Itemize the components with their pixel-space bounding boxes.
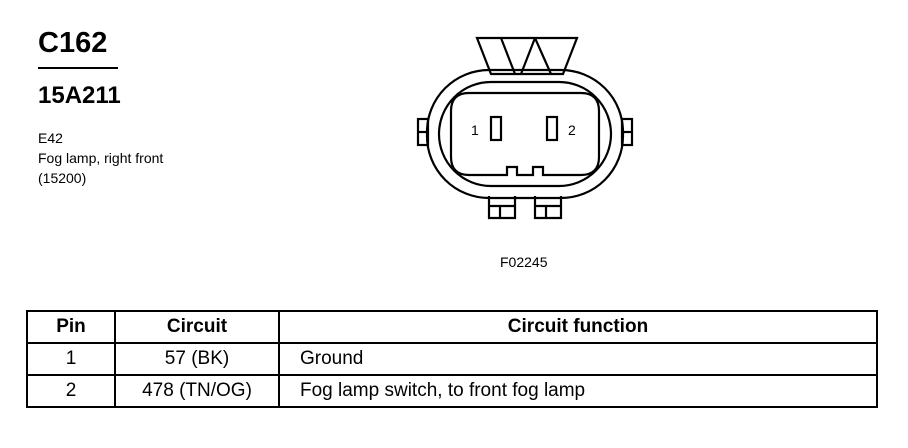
title-underline bbox=[38, 67, 118, 69]
terminal-1 bbox=[489, 115, 503, 142]
figure-code: F02245 bbox=[500, 254, 548, 270]
header-circuit-function: Circuit function bbox=[278, 310, 878, 344]
pinout-table: Pin Circuit Circuit function 1 57 (BK) G… bbox=[26, 310, 878, 408]
cell-function: Fog lamp switch, to front fog lamp bbox=[278, 374, 878, 408]
table-row: 1 57 (BK) Ground bbox=[26, 342, 878, 376]
table-header-row: Pin Circuit Circuit function bbox=[26, 310, 878, 344]
connector-face-diagram: 1 2 bbox=[416, 36, 634, 220]
pin-label-1: 1 bbox=[471, 122, 479, 138]
terminal-2 bbox=[545, 115, 559, 142]
part-number: 15A211 bbox=[38, 82, 121, 109]
component-description: Fog lamp, right front bbox=[38, 150, 164, 166]
pin-label-2: 2 bbox=[568, 122, 576, 138]
wire-boot bbox=[475, 36, 579, 76]
cell-function: Ground bbox=[278, 342, 878, 376]
header-pin: Pin bbox=[26, 310, 116, 344]
header-circuit: Circuit bbox=[114, 310, 280, 344]
connector-housing-inner bbox=[437, 80, 613, 188]
component-reference: (15200) bbox=[38, 170, 87, 186]
mating-cavity bbox=[449, 91, 601, 177]
wire-boot-ribs bbox=[499, 37, 553, 75]
cell-circuit: 478 (TN/OG) bbox=[114, 374, 280, 408]
cell-circuit: 57 (BK) bbox=[114, 342, 280, 376]
table-row: 2 478 (TN/OG) Fog lamp switch, to front … bbox=[26, 374, 878, 408]
cell-pin: 1 bbox=[26, 342, 116, 376]
connector-description: E42 Fog lamp, right front (15200) bbox=[38, 128, 163, 188]
cell-pin: 2 bbox=[26, 374, 116, 408]
location-code: E42 bbox=[38, 130, 63, 146]
connector-id: C162 bbox=[38, 27, 108, 59]
connector-housing-outer bbox=[425, 68, 625, 200]
